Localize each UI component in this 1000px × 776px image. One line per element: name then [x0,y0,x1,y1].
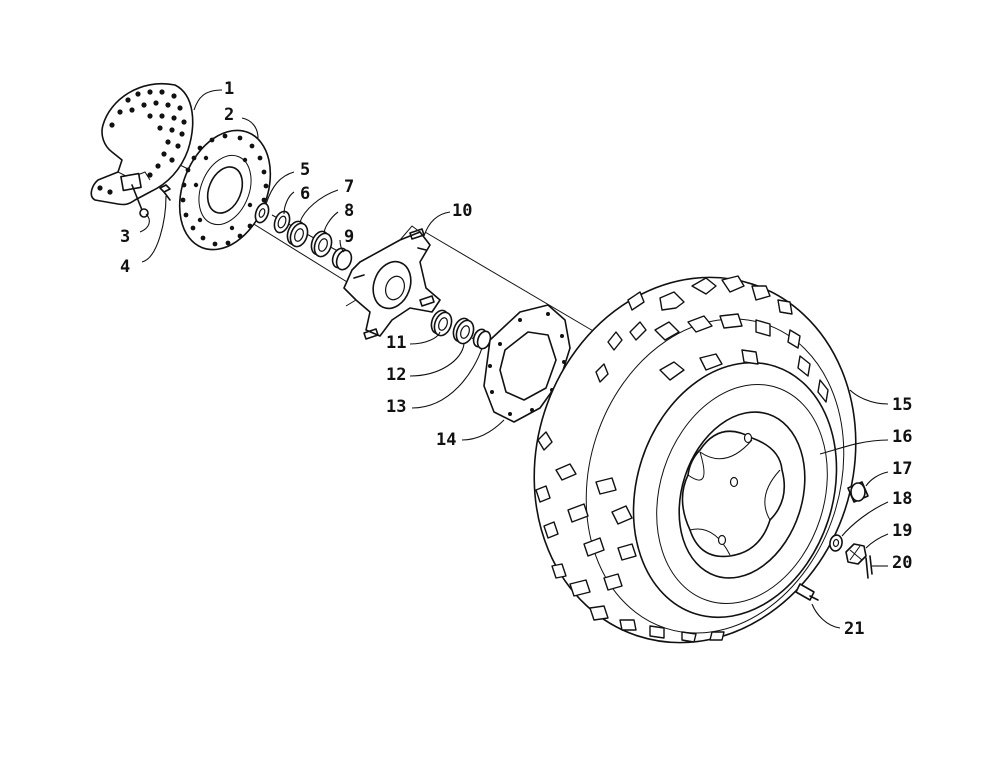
tire-and-rim [533,275,857,644]
callout-6: 6 [300,184,310,204]
callout-18: 18 [892,489,912,509]
wheel-hub [343,225,441,340]
callout-12: 12 [386,365,406,385]
callout-labels: 1 2 3 4 5 6 7 8 9 10 11 12 13 14 15 16 1… [120,79,912,639]
callout-9: 9 [344,227,354,247]
callout-16: 16 [892,427,912,447]
callout-17: 17 [892,459,912,479]
callout-5: 5 [300,160,310,180]
callout-2: 2 [224,105,234,125]
callout-leaders [139,89,889,629]
callout-4: 4 [120,257,130,277]
hub-bearing-stack [254,202,353,271]
tire-tread [535,275,829,643]
callout-7: 7 [344,177,354,197]
callout-8: 8 [344,201,354,221]
callout-15: 15 [892,395,912,415]
hub-cover-plate [483,304,571,423]
callout-20: 20 [892,553,912,573]
brake-disc-guard [90,82,194,206]
callout-11: 11 [386,333,406,353]
callout-14: 14 [436,430,456,450]
callout-13: 13 [386,397,406,417]
lug-hardware [795,481,873,601]
outer-bearing-stack [430,309,492,350]
callout-19: 19 [892,521,912,541]
callout-1: 1 [224,79,234,99]
callout-10: 10 [452,201,472,221]
guard-screws [131,184,171,218]
brake-disc [178,129,272,251]
callout-21: 21 [844,619,864,639]
callout-3: 3 [120,227,130,247]
